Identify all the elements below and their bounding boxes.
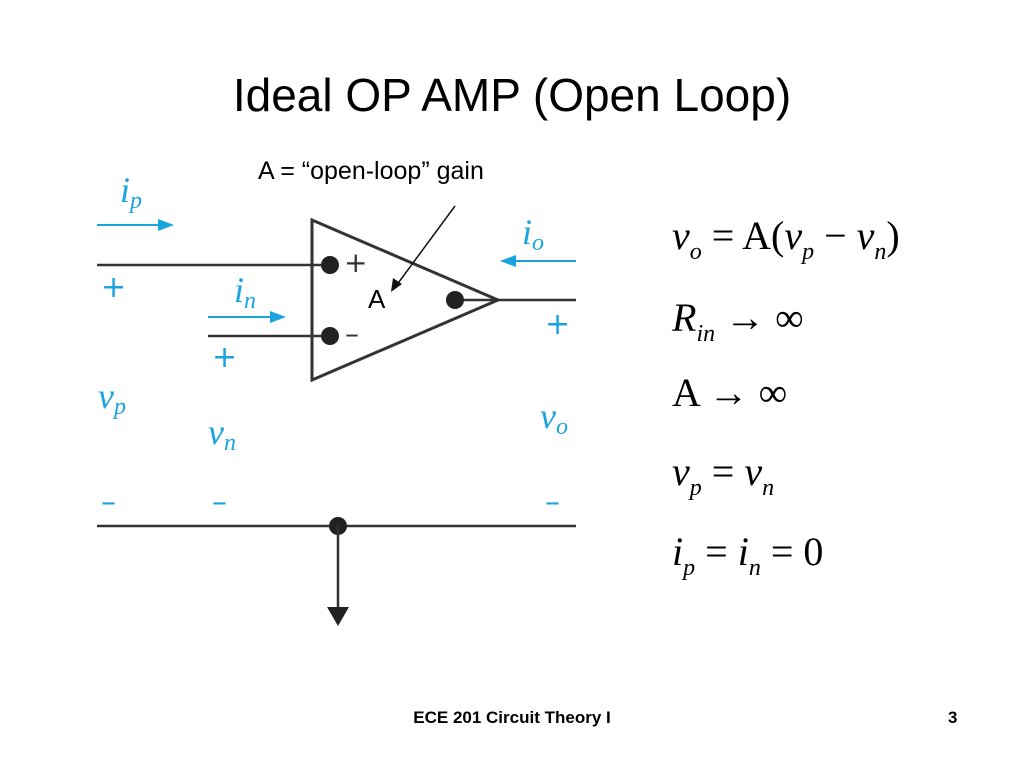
equation-vp-vn: vp = vn [672,449,775,501]
ground-arrow [327,607,349,626]
io-arrow-head [500,255,516,267]
gain-pointer-line [395,205,456,287]
vo-plus-sign: + [545,307,571,342]
vp-plus-sign: + [101,270,127,305]
label-vp: vp [98,376,126,420]
noninverting-terminal-dot [321,256,339,274]
equation-a: A → ∞ [672,370,788,415]
output-terminal-dot [446,291,464,309]
label-vn: vn [208,412,236,456]
equation-rin: Rin → ∞ [672,295,804,347]
vn-plus-sign: + [212,340,238,375]
footer-course-name: ECE 201 Circuit Theory I [413,708,611,727]
equation-vo: vo = A(vp − vn) [672,213,900,265]
amp-gain-symbol: A [368,284,386,314]
gain-caption: A = “open-loop” gain [258,157,484,185]
ip-arrow-head [158,219,174,231]
gain-pointer-arrowhead [391,278,402,292]
vn-minus-sign: – [212,485,227,520]
slide-title: Ideal OP AMP (Open Loop) [232,69,792,121]
vo-minus-sign: – [545,485,560,520]
op-amp-triangle [310,217,502,383]
equation-ip-in: ip = in = 0 [672,529,824,581]
vp-minus-sign: – [101,485,116,520]
footer-page-number: 3 [948,708,958,727]
label-io: io [522,212,545,256]
label-ip: ip [120,170,143,214]
label-in: in [234,270,257,314]
in-arrow-head [270,311,286,323]
amp-plus-sign: + [344,246,368,279]
label-vo: vo [540,396,568,440]
inverting-terminal-dot [321,327,339,345]
amp-minus-sign: – [345,317,359,350]
